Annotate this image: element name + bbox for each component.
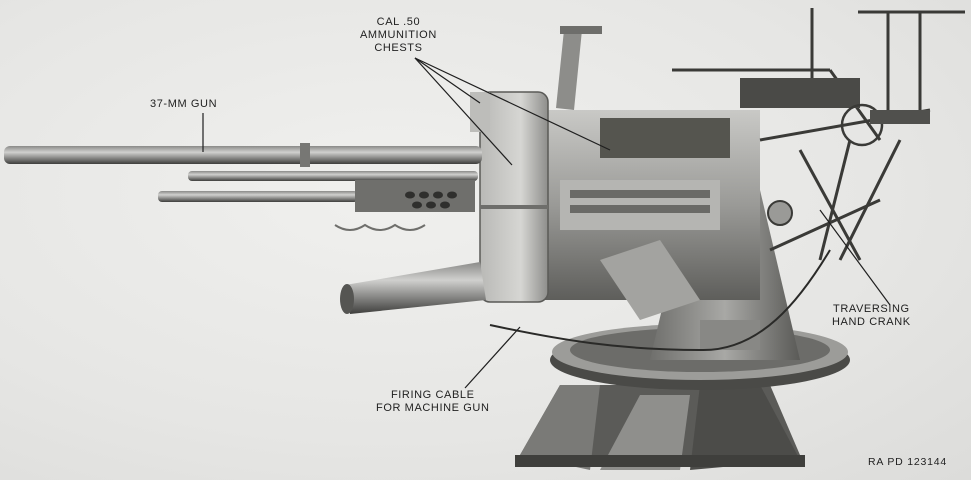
callout-traversing-hand-crank: TRAVERSING HAND CRANK [832, 303, 911, 329]
callout-crank-line2: HAND CRANK [832, 316, 911, 328]
callout-cable-line1: FIRING CABLE [390, 389, 475, 401]
callout-cable-line2: FOR MACHINE GUN [376, 402, 490, 414]
37mm-barrel [4, 143, 482, 167]
elevation-handle [556, 26, 602, 110]
machine-gun-barrels [158, 171, 478, 231]
callout-37mm-gun-text: 37-MM GUN [150, 98, 218, 110]
leader-lines [202, 57, 891, 389]
callout-ammo-line3: CHESTS [374, 42, 423, 54]
base-stand [515, 385, 805, 470]
callout-37mm-gun: 37-MM GUN [150, 98, 217, 111]
callout-ammo-line2: AMMUNITION [360, 29, 437, 41]
reference-number: RA PD 123144 [868, 456, 948, 468]
callout-crank-line1: TRAVERSING [833, 303, 910, 315]
cradle [540, 110, 760, 320]
callout-ammunition-chests: CAL .50 AMMUNITION CHESTS [360, 16, 437, 55]
firing-cable [489, 249, 831, 352]
ammunition-chest [470, 91, 549, 303]
callout-ammo-line1: CAL .50 [376, 16, 421, 28]
sight-mechanism [740, 78, 930, 226]
callout-firing-cable: FIRING CABLE FOR MACHINE GUN [376, 389, 490, 415]
recoil-cylinder [340, 262, 486, 314]
